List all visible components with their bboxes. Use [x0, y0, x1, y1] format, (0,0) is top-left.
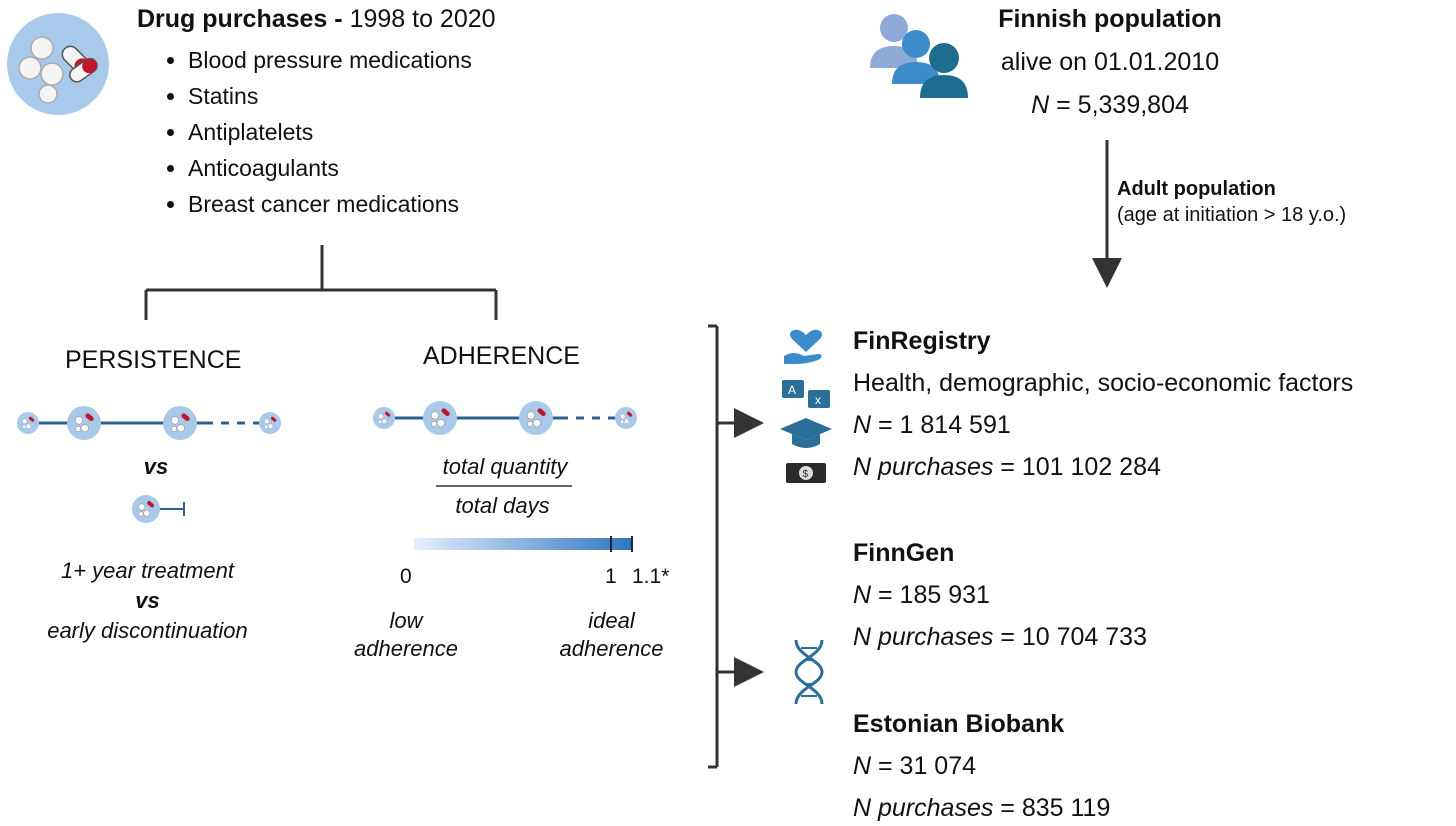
pill-marker [373, 407, 395, 429]
purchases-label: N purchases [853, 453, 994, 481]
svg-text:$: $ [803, 469, 809, 480]
purchases-value: = 101 102 284 [993, 453, 1161, 481]
purchases-value: = 835 119 [993, 794, 1111, 822]
n-symbol: N [853, 752, 872, 780]
population-block: Finnish population alive on 01.01.2010 N… [970, 4, 1250, 120]
money-icon: $ [786, 463, 826, 483]
persistence-description: 1+ year treatment vs early discontinuati… [10, 557, 285, 645]
pill-marker [17, 412, 39, 434]
drug-item: Blood pressure medications [188, 42, 472, 78]
finregistry-n: N = 1 814 591 [853, 410, 1353, 440]
translate-icon: A x [782, 380, 830, 408]
finngen-block: FinnGen N = 185 931 N purchases = 10 704… [853, 538, 1147, 652]
persistence-vs: vs [143, 454, 169, 479]
n-symbol: N [1031, 91, 1050, 119]
purchases-value: = 10 704 733 [993, 623, 1147, 651]
pill-marker [259, 412, 281, 434]
drug-title-bold: Drug purchases - [137, 5, 343, 33]
fraction-denominator: total days [455, 493, 550, 518]
ideal-adherence-label: ideal adherence [544, 607, 679, 663]
drug-split-bracket [144, 245, 498, 320]
graduation-cap-icon [780, 418, 832, 448]
drug-item: Anticoagulants [188, 150, 472, 186]
svg-text:A: A [788, 383, 796, 397]
n-value: = 1 814 591 [871, 411, 1011, 439]
estonian-block: Estonian Biobank N = 31 074 N purchases … [853, 709, 1110, 823]
drug-title-years: 1998 to 2020 [349, 5, 496, 33]
cohort-bracket [708, 324, 719, 769]
pill-marker [519, 401, 553, 435]
drug-list: Blood pressure medications Statins Antip… [160, 42, 472, 222]
adherence-scale-bar [414, 538, 633, 550]
pills-capsules-icon [7, 13, 109, 115]
ideal-label-2: adherence [559, 636, 664, 661]
drug-item: Breast cancer medications [188, 186, 472, 222]
pill-marker [163, 406, 197, 440]
finregistry-name: FinRegistry [853, 327, 991, 355]
low-label-2: adherence [354, 636, 458, 661]
purchases-label: N purchases [853, 623, 994, 651]
persistence-heading: PERSISTENCE [65, 346, 242, 374]
adult-title: Adult population [1117, 178, 1276, 200]
pill-marker [423, 401, 457, 435]
persistence-line1: 1+ year treatment [60, 558, 235, 583]
drug-item: Statins [188, 78, 472, 114]
finregistry-block: FinRegistry Health, demographic, socio-e… [853, 326, 1353, 482]
n-symbol: N [853, 411, 872, 439]
fraction-numerator: total quantity [442, 454, 568, 479]
estonian-n: N = 31 074 [853, 751, 1110, 781]
svg-text:x: x [815, 393, 821, 407]
low-label-1: low [389, 608, 423, 633]
people-group-icon [870, 14, 968, 98]
estonian-purchases: N purchases = 835 119 [853, 793, 1110, 823]
dna-helix-icon [794, 639, 824, 705]
persistence-vs2: vs [135, 588, 160, 613]
adherence-heading: ADHERENCE [423, 342, 580, 370]
adult-population-label: Adult population (age at initiation > 18… [1117, 176, 1346, 228]
scale-label-zero: 0 [400, 565, 412, 588]
n-value: = 31 074 [871, 752, 977, 780]
finregistry-desc: Health, demographic, socio-economic fact… [853, 369, 1354, 397]
pill-marker [132, 495, 160, 523]
finngen-name: FinnGen [853, 539, 955, 567]
finregistry-icon-stack: A x $ [780, 329, 832, 483]
low-adherence-label: low adherence [336, 607, 476, 663]
purchases-label: N purchases [853, 794, 994, 822]
population-n: N = 5,339,804 [970, 90, 1250, 120]
finngen-purchases: N purchases = 10 704 733 [853, 622, 1147, 652]
adult-detail: (age at initiation > 18 y.o.) [1117, 204, 1347, 226]
estonian-name: Estonian Biobank [853, 710, 1065, 738]
finngen-n: N = 185 931 [853, 580, 1147, 610]
ideal-label-1: ideal [588, 608, 635, 633]
scale-label-max: 1.1* [632, 565, 670, 588]
n-symbol: N [853, 581, 872, 609]
drug-purchases-title: Drug purchases - 1998 to 2020 [137, 4, 496, 34]
scale-label-one: 1 [605, 565, 617, 588]
drug-item: Antiplatelets [188, 114, 472, 150]
pill-marker [67, 406, 101, 440]
pill-marker [615, 407, 637, 429]
finregistry-purchases: N purchases = 101 102 284 [853, 452, 1353, 482]
n-value: = 5,339,804 [1049, 91, 1189, 119]
heart-hand-icon [784, 329, 822, 364]
n-value: = 185 931 [871, 581, 990, 609]
persistence-line2: early discontinuation [47, 618, 248, 643]
population-title: Finnish population [998, 5, 1222, 33]
population-subtitle: alive on 01.01.2010 [1000, 48, 1220, 76]
